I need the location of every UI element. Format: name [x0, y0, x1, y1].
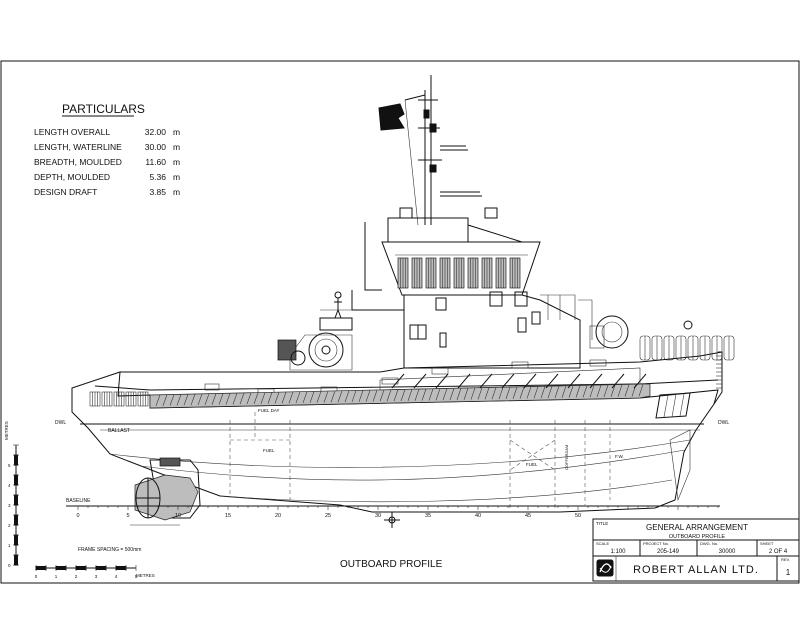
scale-caption: SCALE: [596, 541, 609, 546]
particular-label: LENGTH, WATERLINE: [34, 142, 122, 152]
vscale-tick: 4: [8, 483, 11, 488]
midship-marker: [384, 512, 400, 528]
hscale-tick: 0: [35, 574, 38, 579]
particular-value: 30.00: [145, 142, 167, 152]
baseline-label: BASELINE: [66, 498, 91, 504]
vessel-profile: [71, 75, 735, 526]
frame-number: 15: [225, 513, 231, 519]
particular-unit: m: [173, 127, 180, 137]
scale-bar-vertical: 0 1 2 3 4 5 METRES: [4, 421, 19, 568]
fuel-label-aft: FUEL: [263, 448, 275, 453]
particular-label: DESIGN DRAFT: [34, 187, 97, 197]
frame-number: 20: [275, 513, 281, 519]
fender-belt: [149, 383, 651, 409]
wheelhouse: [381, 207, 541, 296]
baseline: BASELINE 0 5 10 15 20 25 30 35 40 45 50: [66, 498, 720, 519]
particular-value: 3.85: [149, 187, 166, 197]
vscale-tick: 0: [8, 563, 11, 568]
dwg-caption: DWG. No.: [700, 541, 718, 546]
scale-value: 1:100: [610, 549, 626, 555]
fuel-day-label: FUEL DAY: [258, 408, 280, 413]
frame-number: 10: [175, 513, 181, 519]
title-block: TITLE GENERAL ARRANGEMENT OUTBOARD PROFI…: [592, 518, 800, 582]
hscale-tick: 4: [115, 574, 118, 579]
particular-unit: m: [173, 157, 180, 167]
mast: [404, 75, 482, 226]
frame-number: 45: [525, 513, 531, 519]
deckhouse: [319, 222, 581, 369]
frame-number: 40: [475, 513, 481, 519]
particulars-title: PARTICULARS: [62, 102, 145, 116]
particular-unit: m: [173, 187, 180, 197]
revision-number: 1: [786, 568, 791, 577]
hscale-tick: 5: [135, 574, 138, 579]
fw-label: F.W.: [615, 454, 624, 459]
vscale-tick: 3: [8, 503, 11, 508]
particular-value: 5.36: [149, 172, 166, 182]
frame-number: 50: [575, 513, 581, 519]
dwg-number: 30000: [719, 549, 736, 555]
particular-label: DEPTH, MOULDED: [34, 172, 110, 182]
aft-winch: [578, 299, 629, 349]
particular-unit: m: [173, 172, 180, 182]
sheet-border: [0, 60, 800, 584]
frame-number: 0: [76, 513, 79, 519]
hscale-tick: 1: [55, 574, 58, 579]
dwl-label-aft: DWL: [55, 420, 66, 426]
project-number: 205-149: [657, 549, 680, 555]
vscale-tick: 1: [8, 543, 11, 548]
drawing-subtitle: OUTBOARD PROFILE: [669, 534, 726, 540]
forward-winch: [277, 332, 353, 371]
vscale-tick: 5: [8, 463, 11, 468]
frame-number: 25: [325, 513, 331, 519]
particular-value: 32.00: [145, 127, 167, 137]
cofferdam-label: COFFERDAM: [564, 445, 569, 470]
drawing-title: GENERAL ARRANGEMENT: [646, 523, 748, 532]
particular-label: LENGTH OVERALL: [34, 127, 110, 137]
ballast-label: BALLAST: [108, 428, 130, 434]
hscale-tick: 2: [75, 574, 78, 579]
dwl-label-fwd: DWL: [718, 420, 729, 426]
particular-label: BREADTH, MOULDED: [34, 157, 122, 167]
fuel-label-fwd: FUEL: [526, 462, 538, 467]
hull: [71, 367, 719, 513]
frame-number: 35: [425, 513, 431, 519]
frame-number: 5: [126, 513, 129, 519]
robert-allan-logo-icon: [596, 559, 614, 577]
azimuth-thruster: [130, 457, 201, 526]
horizontal-scale-label: METRES: [136, 573, 155, 578]
tire-fenders: [639, 320, 735, 405]
vscale-tick: 2: [8, 523, 11, 528]
sheet-number: 2 OF 4: [769, 549, 788, 555]
flag: [378, 103, 405, 131]
company-name: ROBERT ALLAN LTD.: [633, 564, 759, 576]
rev-caption: REV.: [781, 557, 790, 562]
project-caption: PROJECT No.: [643, 541, 669, 546]
vertical-scale-label: METRES: [4, 421, 9, 440]
frame-number: 30: [375, 513, 381, 519]
particular-unit: m: [173, 142, 180, 152]
view-title: OUTBOARD PROFILE: [340, 559, 443, 570]
particular-value: 11.60: [145, 157, 166, 167]
scale-bar-horizontal: 0 1 2 3 4 5 METRES: [35, 565, 155, 579]
frame-spacing-note: FRAME SPACING = 500mm: [78, 547, 141, 553]
hscale-tick: 3: [95, 574, 98, 579]
sheet-caption: SHEET: [760, 541, 774, 546]
title-caption: TITLE: [596, 521, 608, 526]
